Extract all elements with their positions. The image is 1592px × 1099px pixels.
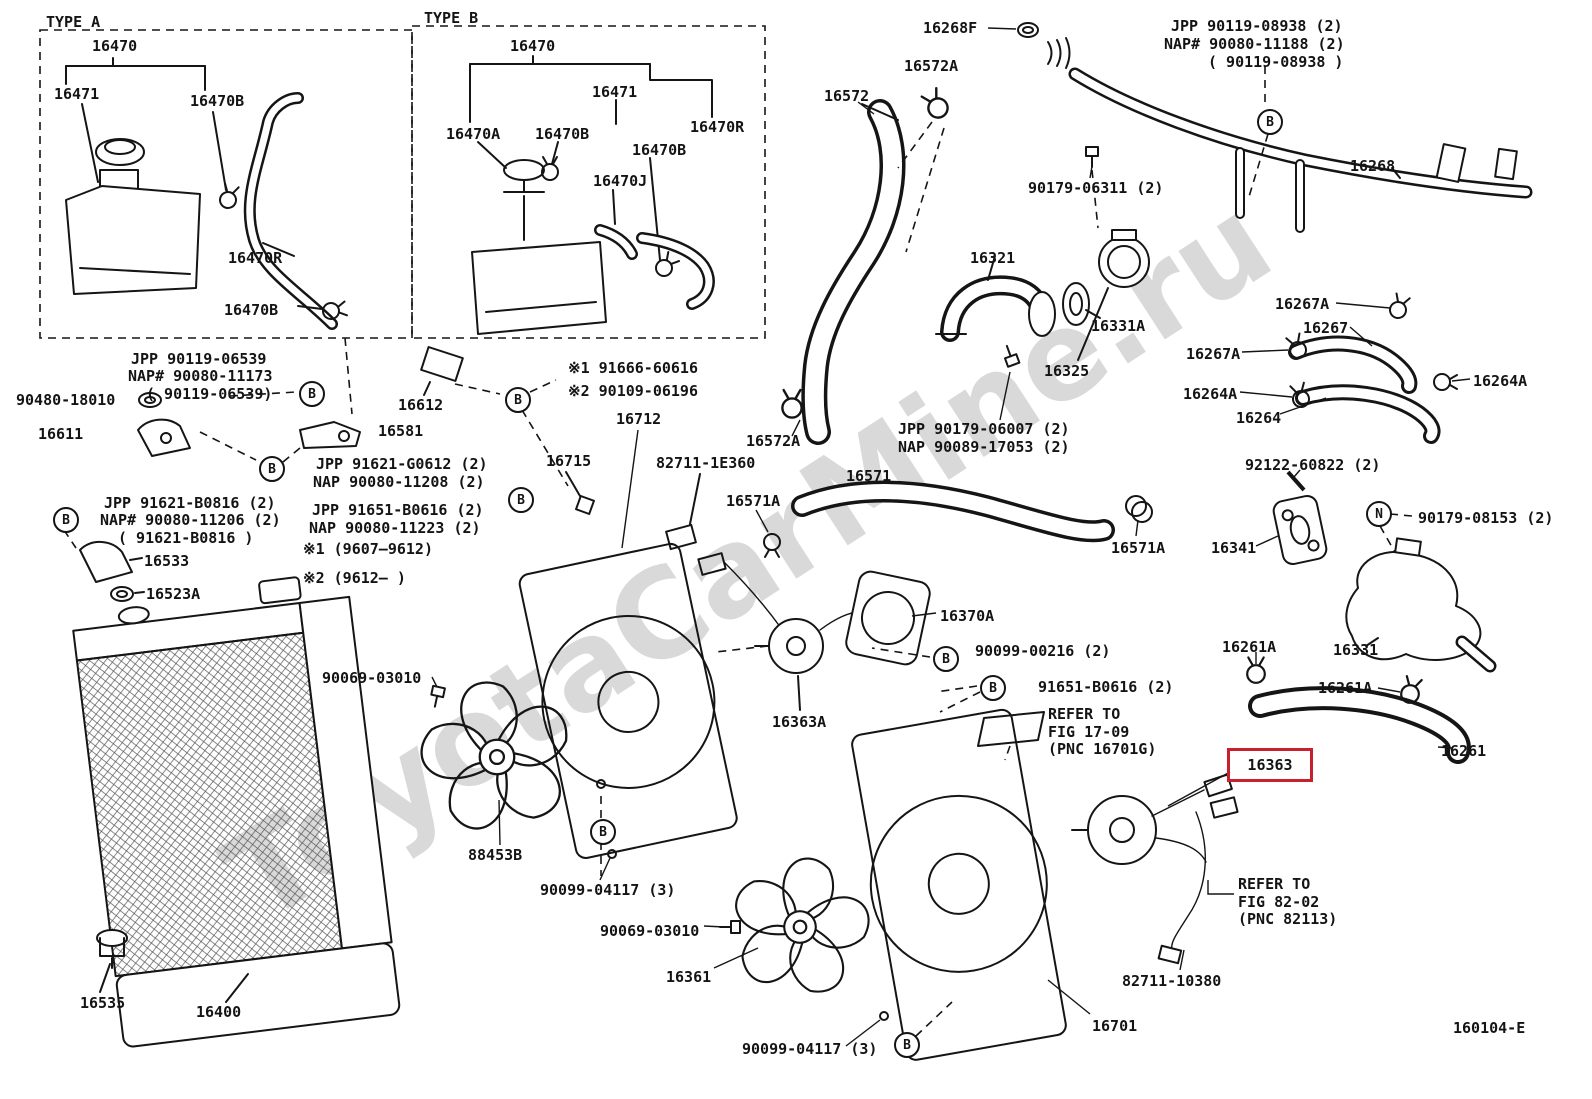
part-label-16261a-left: 16261A bbox=[1222, 638, 1277, 656]
part-label-16572a-top: 16572A bbox=[904, 57, 959, 75]
part-label-16264: 16264 bbox=[1236, 409, 1282, 427]
marker-b-4: B bbox=[53, 507, 79, 533]
part-label-16571a-right: 16571A bbox=[1111, 539, 1166, 557]
part-label-16331a: 16331A bbox=[1091, 317, 1146, 335]
jpp-note-b0616-2: NAP 90080-11223 (2) bbox=[309, 519, 481, 537]
part-label-16470-a: 16470 bbox=[92, 37, 138, 55]
part-label-16325: 16325 bbox=[1044, 362, 1090, 380]
jpp-note-g0612-1: JPP 91621-G0612 (2) bbox=[316, 455, 488, 473]
part-label-16470r-a: 16470R bbox=[228, 249, 283, 267]
part-label-88453b: 88453B bbox=[468, 846, 523, 864]
part-label-16470j-b: 16470J bbox=[593, 172, 648, 190]
part-label-16361: 16361 bbox=[666, 968, 712, 986]
part-label-16581: 16581 bbox=[378, 422, 424, 440]
part-label-16264a-right: 16264A bbox=[1473, 372, 1528, 390]
part-label-16268: 16268 bbox=[1350, 157, 1396, 175]
part-label-90099-04117-1: 90099-04117 (3) bbox=[540, 881, 676, 899]
part-label-16321: 16321 bbox=[970, 249, 1016, 267]
part-label-16470a-b: 16470A bbox=[446, 125, 501, 143]
jpp-note-b0816-2: NAP# 90080-11206 (2) bbox=[100, 511, 281, 529]
part-label-90179-08153: 90179-08153 (2) bbox=[1418, 509, 1554, 527]
part-label-16611: 16611 bbox=[38, 425, 84, 443]
jpp-note-b0816-3: ( 91621-B0816 ) bbox=[118, 529, 254, 547]
part-label-16572: 16572 bbox=[824, 87, 870, 105]
part-label-16471-b: 16471 bbox=[592, 83, 638, 101]
note-star-2: ※2 90109-06196 bbox=[568, 382, 698, 400]
label-type-b: TYPE B bbox=[424, 9, 479, 27]
marker-b-8: B bbox=[980, 675, 1006, 701]
part-label-90099-04117-2: 90099-04117 (3) bbox=[742, 1040, 878, 1058]
jpp-note-08938-3: ( 90119-08938 ) bbox=[1208, 53, 1344, 71]
part-label-90069-03010-1: 90069-03010 bbox=[322, 669, 422, 687]
part-label-16712: 16712 bbox=[616, 410, 662, 428]
marker-b-6: B bbox=[1257, 109, 1283, 135]
part-label-92122-60822: 92122-60822 (2) bbox=[1245, 456, 1381, 474]
part-label-16267a-top: 16267A bbox=[1275, 295, 1330, 313]
marker-b-5: B bbox=[508, 487, 534, 513]
part-label-16370a: 16370A bbox=[940, 607, 995, 625]
part-label-16523a: 16523A bbox=[146, 585, 201, 603]
part-label-16470r-b: 16470R bbox=[690, 118, 745, 136]
marker-b-7: B bbox=[933, 646, 959, 672]
part-label-16363a: 16363A bbox=[772, 713, 827, 731]
jpp-note-08938-2: NAP# 90080-11188 (2) bbox=[1164, 35, 1345, 53]
part-label-16571a-left: 16571A bbox=[726, 492, 781, 510]
part-label-16267a-left: 16267A bbox=[1186, 345, 1241, 363]
jpp-note-06007-1: JPP 90179-06007 (2) bbox=[898, 420, 1070, 438]
part-label-90480-18010: 90480-18010 bbox=[16, 391, 116, 409]
part-label-16701: 16701 bbox=[1092, 1017, 1138, 1035]
jpp-note-08938-1: JPP 90119-08938 (2) bbox=[1171, 17, 1343, 35]
part-label-16261: 16261 bbox=[1441, 742, 1487, 760]
part-label-16470b-b2: 16470B bbox=[632, 141, 687, 159]
part-label-16571: 16571 bbox=[846, 467, 892, 485]
part-label-16400: 16400 bbox=[196, 1003, 242, 1021]
part-label-16331: 16331 bbox=[1333, 641, 1379, 659]
highlight-box[interactable]: 16363 bbox=[1227, 748, 1313, 782]
part-label-16715: 16715 bbox=[546, 452, 592, 470]
part-label-16533: 16533 bbox=[144, 552, 190, 570]
note-period-1: ※1 (9607–9612) bbox=[303, 540, 433, 558]
jpp-note-06539-3: ( 90119-06539) bbox=[146, 385, 273, 403]
part-label-82711-1e360: 82711-1E360 bbox=[656, 454, 756, 472]
jpp-note-b0816-1: JPP 91621-B0816 (2) bbox=[104, 494, 276, 512]
part-label-16471-a: 16471 bbox=[54, 85, 100, 103]
jpp-note-b0616-1: JPP 91651-B0616 (2) bbox=[312, 501, 484, 519]
part-label-16470b-a2: 16470B bbox=[224, 301, 279, 319]
marker-b-10: B bbox=[894, 1032, 920, 1058]
marker-b-9: B bbox=[590, 819, 616, 845]
part-label-16264a-left: 16264A bbox=[1183, 385, 1238, 403]
part-label-16268f: 16268F bbox=[923, 19, 978, 37]
part-label-16612: 16612 bbox=[398, 396, 444, 414]
marker-b-3: B bbox=[259, 456, 285, 482]
part-label-16363-selected[interactable]: 16363 bbox=[1247, 756, 1293, 774]
diagram-code: 160104-E bbox=[1453, 1019, 1526, 1037]
part-label-16261a-right: 16261A bbox=[1318, 679, 1373, 697]
part-label-16535: 16535 bbox=[80, 994, 126, 1012]
refer-note-1709: REFER TO FIG 17-09 (PNC 16701G) bbox=[1048, 705, 1157, 759]
label-type-a: TYPE A bbox=[46, 13, 101, 31]
marker-n-1: N bbox=[1366, 501, 1392, 527]
part-label-82711-10380: 82711-10380 bbox=[1122, 972, 1222, 990]
note-star-1: ※1 91666-60616 bbox=[568, 359, 698, 377]
part-label-90069-03010-2: 90069-03010 bbox=[600, 922, 700, 940]
part-label-16470b-b1: 16470B bbox=[535, 125, 590, 143]
part-label-90099-00216: 90099-00216 (2) bbox=[975, 642, 1111, 660]
part-label-16267: 16267 bbox=[1303, 319, 1349, 337]
note-period-2: ※2 (9612– ) bbox=[303, 569, 406, 587]
part-label-16341: 16341 bbox=[1211, 539, 1257, 557]
part-label-91651-b0616: 91651-B0616 (2) bbox=[1038, 678, 1174, 696]
jpp-note-06539-1: JPP 90119-06539 bbox=[131, 350, 267, 368]
marker-b-2: B bbox=[505, 387, 531, 413]
jpp-note-06007-2: NAP 90089-17053 (2) bbox=[898, 438, 1070, 456]
jpp-note-g0612-2: NAP 90080-11208 (2) bbox=[313, 473, 485, 491]
part-label-16572a-bottom: 16572A bbox=[746, 432, 801, 450]
part-label-16470-b: 16470 bbox=[510, 37, 556, 55]
part-label-16470b-a1: 16470B bbox=[190, 92, 245, 110]
jpp-note-06539-2: NAP# 90080-11173 bbox=[128, 367, 273, 385]
marker-b-1: B bbox=[299, 381, 325, 407]
refer-note-8202: REFER TO FIG 82-02 (PNC 82113) bbox=[1238, 875, 1338, 929]
part-label-90179-06311: 90179-06311 (2) bbox=[1028, 179, 1164, 197]
